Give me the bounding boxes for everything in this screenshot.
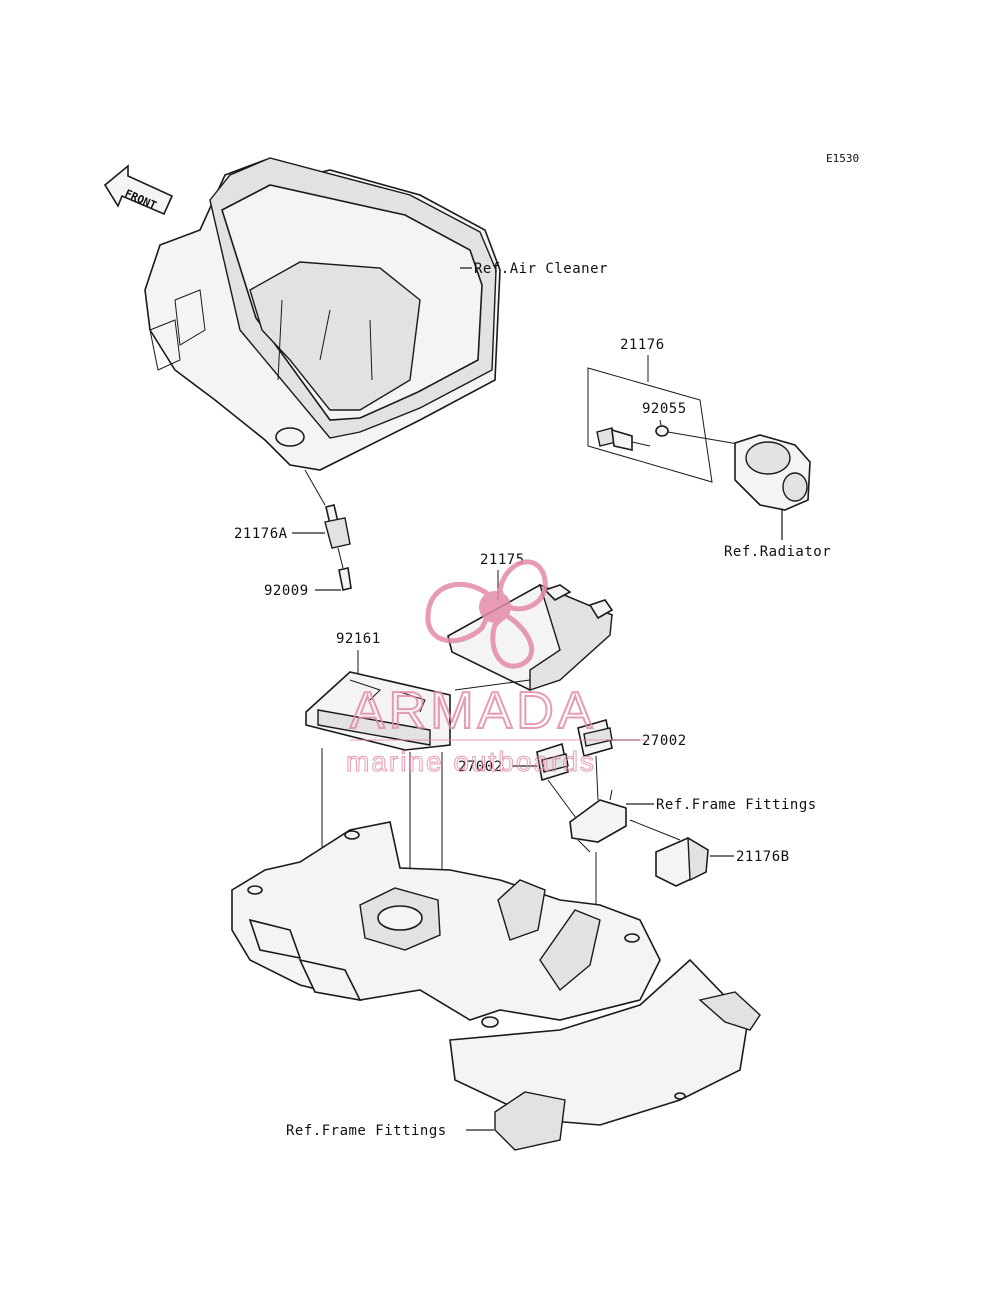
label-92161: 92161 xyxy=(336,631,381,647)
air-cleaner-housing xyxy=(144,157,501,471)
radiator-housing xyxy=(734,434,811,511)
frame-tray xyxy=(231,821,661,1028)
label-92055: 92055 xyxy=(642,401,687,417)
sensor-21176A xyxy=(324,504,351,549)
label-ref-frame-fittings-upper: Ref.Frame Fittings xyxy=(656,797,817,813)
label-27002-right: 27002 xyxy=(642,733,687,749)
watermark-brand: ARMADA xyxy=(350,682,596,740)
bracket-92161 xyxy=(305,671,451,751)
label-27002-left: 27002 xyxy=(458,759,503,775)
label-92009: 92009 xyxy=(264,583,309,599)
propeller-logo-icon xyxy=(425,559,548,669)
label-ref-air-cleaner: Ref.Air Cleaner xyxy=(474,261,608,277)
label-ref-frame-fittings-lower: Ref.Frame Fittings xyxy=(286,1123,447,1139)
label-ref-radiator: Ref.Radiator xyxy=(724,544,831,560)
label-21176: 21176 xyxy=(620,337,665,353)
label-21176B: 21176B xyxy=(736,849,790,865)
relay-27002-left xyxy=(536,742,569,782)
screw-92009 xyxy=(338,567,352,591)
watermark-tagline: marine outboards xyxy=(346,746,596,777)
relay-27002-right xyxy=(577,718,613,758)
relay-mount-bracket xyxy=(569,789,627,853)
label-21175: 21175 xyxy=(480,552,525,568)
temperature-sensor-21176 xyxy=(596,425,669,451)
armada-watermark: ARMADA marine outboards xyxy=(346,559,650,778)
frame-lower-plate xyxy=(449,958,761,1151)
sensor-21176B xyxy=(655,836,709,887)
front-arrow-icon: FRONT xyxy=(103,164,174,216)
diagram-code: E1530 xyxy=(826,152,859,165)
label-21176A: 21176A xyxy=(234,526,288,542)
